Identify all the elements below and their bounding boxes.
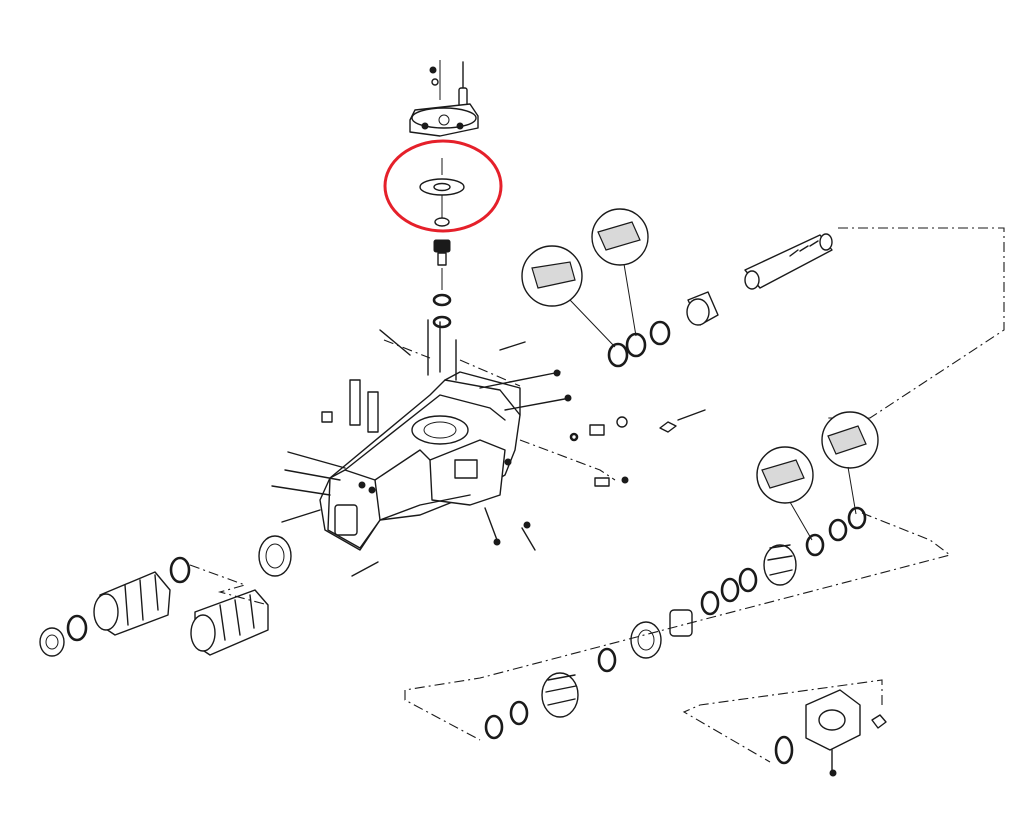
flange-leader-line: [682, 679, 883, 763]
lower-spool-assembly: [484, 411, 879, 740]
side-valve-parts: [569, 409, 706, 487]
check-valve-stack: [432, 239, 452, 329]
upper-leader-line: [826, 227, 1005, 419]
main-housing: [319, 371, 521, 551]
highlight-ellipse: [383, 139, 503, 233]
upper-spool-assembly: [521, 208, 833, 368]
top-cover-assembly: [409, 60, 479, 137]
left-cylinder-parts: [39, 535, 292, 657]
housing-fasteners: [271, 319, 572, 577]
housing-leader-lines: [383, 339, 616, 481]
left-leader-line: [189, 564, 269, 606]
highlighted-valve-disc[interactable]: [419, 158, 465, 227]
flange-assembly: [774, 689, 887, 777]
lower-leader-line: [404, 512, 952, 741]
